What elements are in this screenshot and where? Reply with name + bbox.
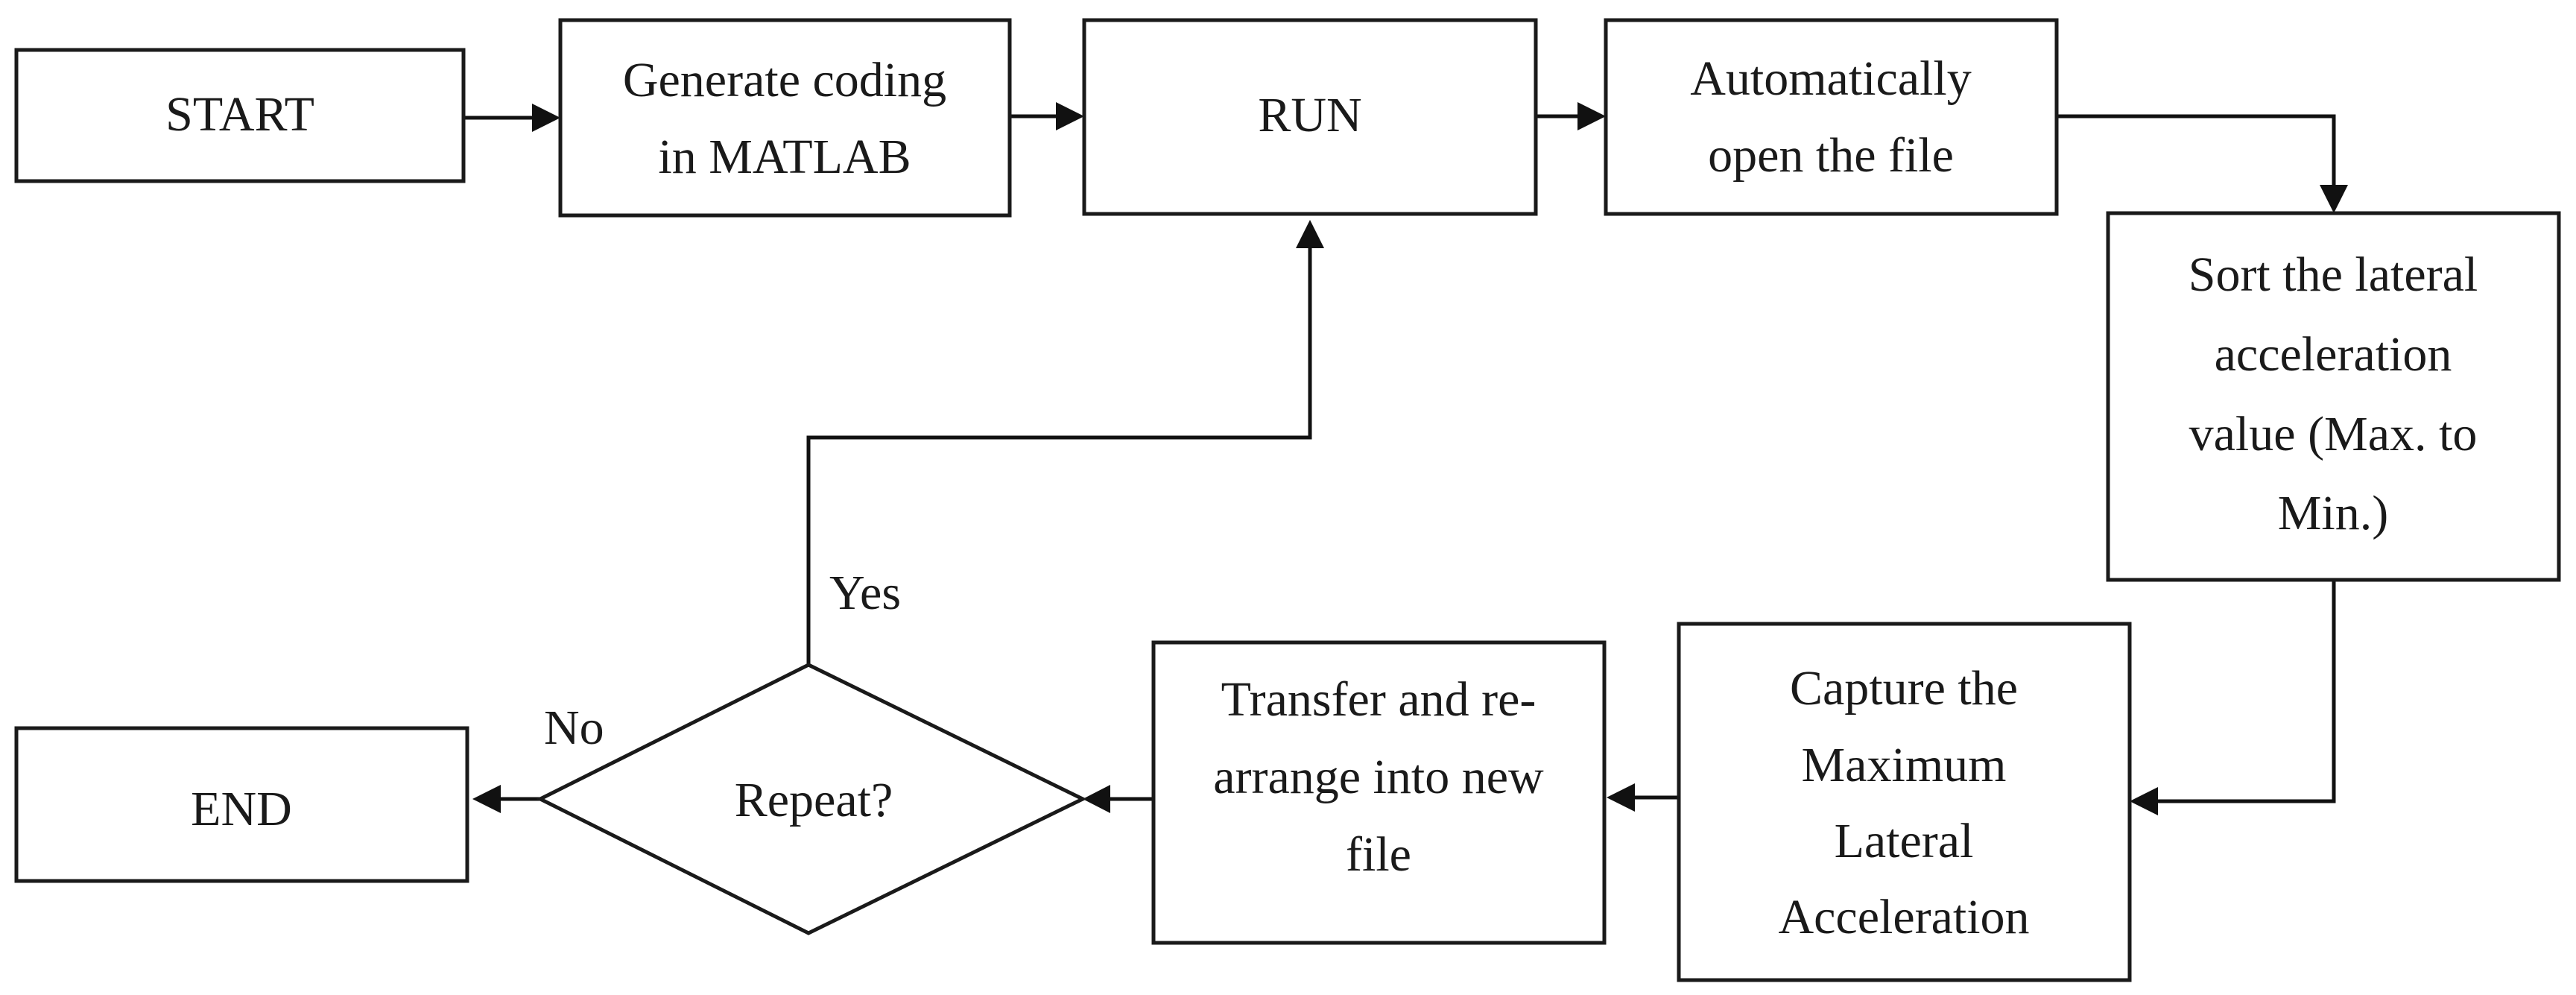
edge-generate-to-run [1010, 102, 1084, 130]
edge-transfer-to-repeat [1083, 785, 1153, 813]
node-start-label: START [165, 87, 314, 142]
node-repeat-label: Repeat? [735, 773, 893, 827]
node-run: RUN [1082, 18, 1538, 216]
node-sort-label-line-3: value (Max. to [2189, 407, 2478, 461]
node-repeat-decision: Repeat? [536, 663, 1087, 935]
edge-run-to-open [1536, 102, 1606, 130]
edge-capture-to-transfer [1607, 783, 1679, 812]
node-run-label: RUN [1258, 88, 1361, 142]
node-capture-label-line-1: Capture the [1790, 661, 2018, 716]
node-sort-label-line-4: Min.) [2278, 486, 2389, 540]
edge-label-no: No [544, 701, 604, 755]
node-sort-label-line-1: Sort the lateral [2189, 247, 2478, 302]
node-capture-label-line-2: Maximum [1802, 738, 2007, 792]
node-transfer-rearrange: Transfer and re- arrange into new file [1151, 640, 1607, 945]
node-open-label-line-1: Automatically [1690, 51, 1972, 106]
node-open-label-line-2: open the file [1708, 128, 1954, 183]
node-sort-values: Sort the lateral acceleration value (Max… [2106, 211, 2561, 582]
node-generate-label-line-2: in MATLAB [658, 130, 911, 184]
node-start: START [14, 48, 466, 183]
node-generate-coding: Generate coding in MATLAB [558, 18, 1012, 218]
edge-start-to-generate [463, 104, 560, 132]
node-capture-maximum: Capture the Maximum Lateral Acceleration [1677, 622, 2132, 982]
edge-sort-to-capture [2130, 580, 2336, 815]
node-sort-label-line-2: acceleration [2215, 327, 2452, 382]
node-open-file: Automatically open the file [1604, 18, 2059, 216]
edge-repeat-to-run-yes [806, 220, 1324, 665]
node-capture-label-line-4: Acceleration [1778, 890, 2029, 944]
node-transfer-label-line-3: file [1346, 827, 1411, 882]
node-transfer-label-line-1: Transfer and re- [1221, 672, 1537, 727]
node-end-label: END [191, 782, 292, 836]
node-generate-label-line-1: Generate coding [623, 53, 946, 107]
edge-repeat-to-end-no [472, 785, 540, 813]
node-capture-label-line-3: Lateral [1835, 814, 1974, 868]
edge-open-to-sort [2057, 114, 2348, 213]
connectors [463, 102, 2348, 815]
node-end: END [14, 726, 469, 883]
node-transfer-label-line-2: arrange into new [1213, 750, 1544, 804]
edge-label-yes: Yes [829, 566, 901, 620]
